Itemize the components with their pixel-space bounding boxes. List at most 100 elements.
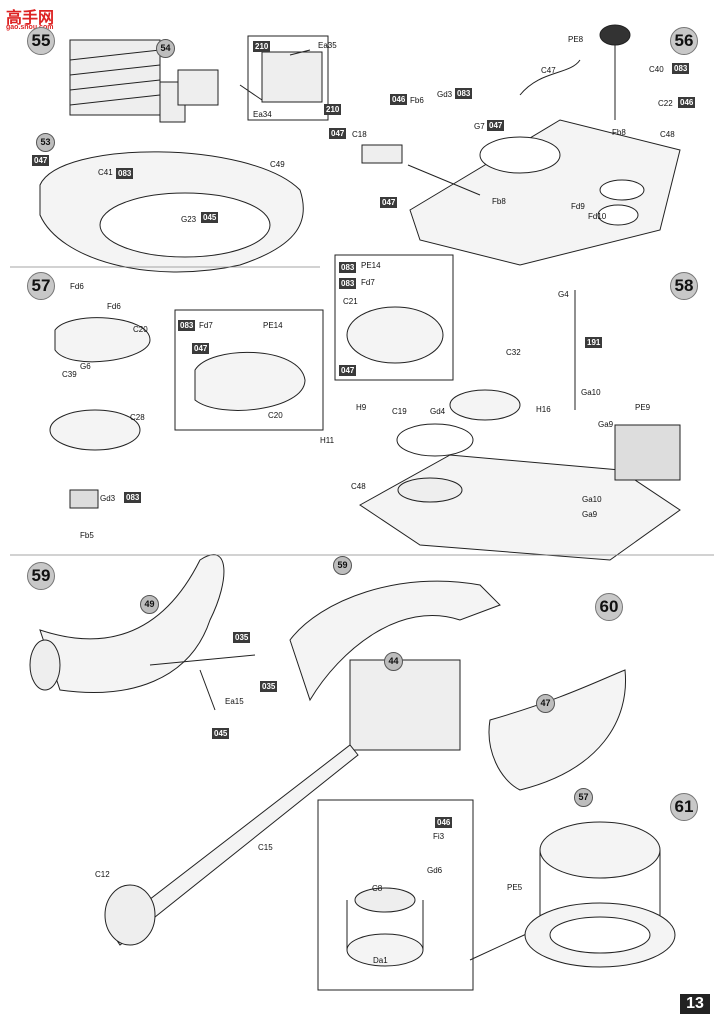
part-c20: [54, 317, 151, 363]
part-label: C49: [270, 160, 285, 169]
part-label: Fd9: [571, 202, 585, 211]
gun-assembly-59: [289, 580, 501, 702]
pe8-fan: [599, 24, 631, 46]
step-57: 57: [27, 272, 55, 300]
watermark-main-text: 高手网: [6, 10, 55, 27]
paint-code: 047: [32, 155, 50, 166]
ammo-rack-53: [69, 39, 161, 116]
subassembly-57: 57: [574, 788, 593, 807]
part-49: [39, 554, 225, 693]
part-label: Fb6: [410, 96, 424, 105]
subassembly-53: 53: [36, 133, 55, 152]
breech-44: [349, 659, 461, 751]
page-number: 13: [680, 994, 710, 1014]
step-59: 59: [27, 562, 55, 590]
part-label: C8: [372, 884, 383, 893]
paint-code: 210: [253, 41, 271, 52]
part-label: C20: [133, 325, 148, 334]
part-label: PE14: [361, 261, 381, 270]
part-label: G6: [80, 362, 91, 371]
paint-code: 083: [455, 88, 473, 99]
part-label: H9: [356, 403, 367, 412]
part-label: Fb5: [80, 531, 94, 540]
part-label: H11: [320, 436, 335, 445]
paint-code: 083: [672, 63, 690, 74]
part-label: G7: [474, 122, 485, 131]
part-label: Ga10: [582, 495, 602, 504]
part-label: C28: [130, 413, 145, 422]
part-label: C32: [506, 348, 521, 357]
part-label: Da1: [373, 956, 388, 965]
paint-code: 047: [380, 197, 398, 208]
part-label: Fd10: [588, 212, 607, 221]
part-label: Fb8: [492, 197, 506, 206]
paint-code: 047: [487, 120, 505, 131]
paint-code: 083: [178, 320, 196, 331]
paint-code: 046: [435, 817, 453, 828]
floor-plate-c48: [409, 119, 681, 266]
part-label: PE14: [263, 321, 283, 330]
paint-code: 210: [324, 104, 342, 115]
step-60: 60: [595, 593, 623, 621]
paint-code: 035: [233, 632, 251, 643]
watermark-sub-text: gao.shou.com: [6, 24, 54, 31]
grille-pe9: [614, 424, 681, 481]
part-label: Fd6: [107, 302, 121, 311]
part-label: C41: [98, 168, 113, 177]
subassembly-49: 49: [140, 595, 159, 614]
part-label: C22: [658, 99, 673, 108]
subassembly-59: 59: [333, 556, 352, 575]
paint-code: 191: [585, 337, 603, 348]
part-label: Fb8: [612, 128, 626, 137]
paint-code: 046: [390, 94, 408, 105]
watermark-logo: 高手网 gao.shou.com: [4, 4, 72, 34]
paint-code: 083: [124, 492, 142, 503]
part-label: Fd7: [361, 278, 375, 287]
part-label: C48: [660, 130, 675, 139]
part-label: PE8: [568, 35, 584, 44]
paint-code: 035: [260, 681, 278, 692]
part-label: Ea35: [318, 41, 337, 50]
part-label: Fd7: [199, 321, 213, 330]
part-c18: [361, 144, 403, 164]
paint-code: 047: [192, 343, 210, 354]
step-55: 55: [27, 27, 55, 55]
paint-code: 083: [116, 168, 134, 179]
part-label: Ga10: [581, 388, 601, 397]
paint-code: 083: [339, 262, 357, 273]
paint-code: 045: [212, 728, 230, 739]
part-label: Gd6: [427, 866, 443, 875]
part-label: Fd6: [70, 282, 84, 291]
part-label: Ea15: [225, 697, 244, 706]
part-label: C18: [352, 130, 367, 139]
step-61: 61: [670, 793, 698, 821]
ring-assembly-57: [539, 821, 661, 879]
part-label: Gd4: [430, 407, 446, 416]
part-label: C15: [258, 843, 273, 852]
part-label: Ea34: [253, 110, 272, 119]
part-label: PE9: [635, 403, 651, 412]
part-label: C20: [268, 411, 283, 420]
paint-code: 047: [329, 128, 347, 139]
armor-47: [488, 669, 627, 791]
step-58: 58: [670, 272, 698, 300]
part-label: C21: [343, 297, 358, 306]
step-56: 56: [670, 27, 698, 55]
subassembly-54: 54: [156, 39, 175, 58]
paint-code: 083: [339, 278, 357, 289]
part-label: G23: [181, 215, 197, 224]
paint-code: 047: [339, 365, 357, 376]
part-label: Ga9: [582, 510, 598, 519]
part-c28: [49, 409, 141, 451]
part-label: C39: [62, 370, 77, 379]
part-label: Gd3: [437, 90, 453, 99]
part-label: C48: [351, 482, 366, 491]
subassembly-47: 47: [536, 694, 555, 713]
part-label: G4: [558, 290, 569, 299]
part-label: H16: [536, 405, 551, 414]
part-label: C47: [541, 66, 556, 75]
component-box: [177, 69, 219, 106]
part-label: C12: [95, 870, 110, 879]
paint-code: 046: [678, 97, 696, 108]
